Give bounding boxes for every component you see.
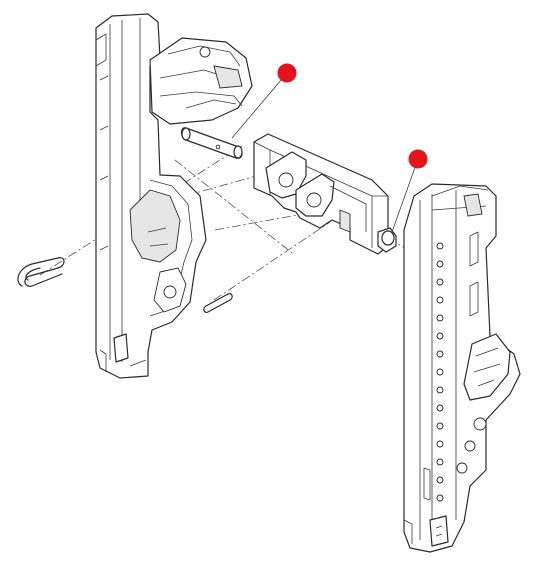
left-rail xyxy=(95,13,253,379)
callout-leaders xyxy=(231,72,419,233)
callout-marker-pin[interactable] xyxy=(277,63,297,83)
latch-stud xyxy=(377,227,397,253)
clevis-pin xyxy=(180,127,243,159)
latch-block xyxy=(253,133,389,255)
roll-pin xyxy=(203,293,233,313)
right-rail xyxy=(403,183,521,553)
callout-marker-stud[interactable] xyxy=(408,149,428,169)
hairpin-clip xyxy=(17,257,65,287)
